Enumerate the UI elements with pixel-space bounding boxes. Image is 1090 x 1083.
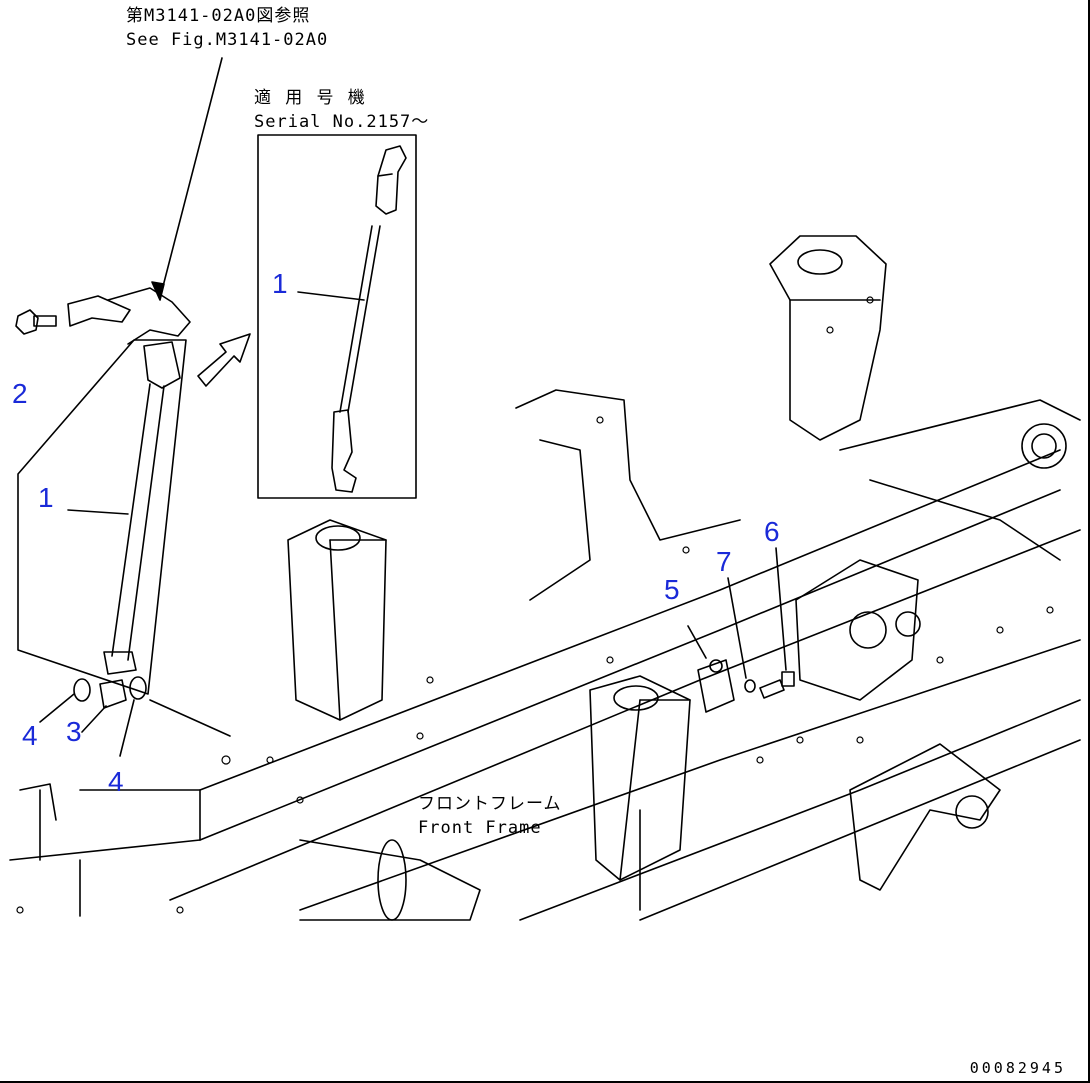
callout-6: 6 bbox=[764, 516, 780, 547]
frame-label-en: Front Frame bbox=[418, 818, 542, 838]
bolt bbox=[15, 309, 57, 335]
bolt-holes bbox=[16, 296, 1054, 914]
callout-7: 7 bbox=[716, 546, 732, 577]
inset-box bbox=[257, 134, 417, 499]
callout-1-main: 1 bbox=[38, 482, 54, 513]
callout-4-right: 4 bbox=[108, 766, 124, 797]
reference-note-en: See Fig.M3141-02A0 bbox=[126, 30, 329, 50]
callout-5: 5 bbox=[664, 574, 680, 605]
reference-note-jp: 第M3141-02A0図参照 bbox=[126, 6, 311, 26]
callout-3: 3 bbox=[66, 716, 82, 747]
callout-4-left: 4 bbox=[22, 720, 38, 751]
front-frame bbox=[9, 235, 1081, 921]
stay-rod bbox=[17, 287, 191, 695]
serial-note-en: Serial No.2157～ bbox=[254, 112, 430, 132]
figure-id: 00082945 bbox=[969, 1059, 1066, 1077]
callout-1-inset: 1 bbox=[272, 268, 288, 299]
callout-2: 2 bbox=[12, 378, 28, 409]
frame-label-jp: フロントフレーム bbox=[418, 794, 562, 814]
bushing-washers bbox=[39, 676, 231, 757]
direction-arrow bbox=[197, 333, 251, 387]
reference-leader bbox=[151, 57, 223, 301]
serial-note-jp: 適 用 号 機 bbox=[254, 88, 367, 108]
